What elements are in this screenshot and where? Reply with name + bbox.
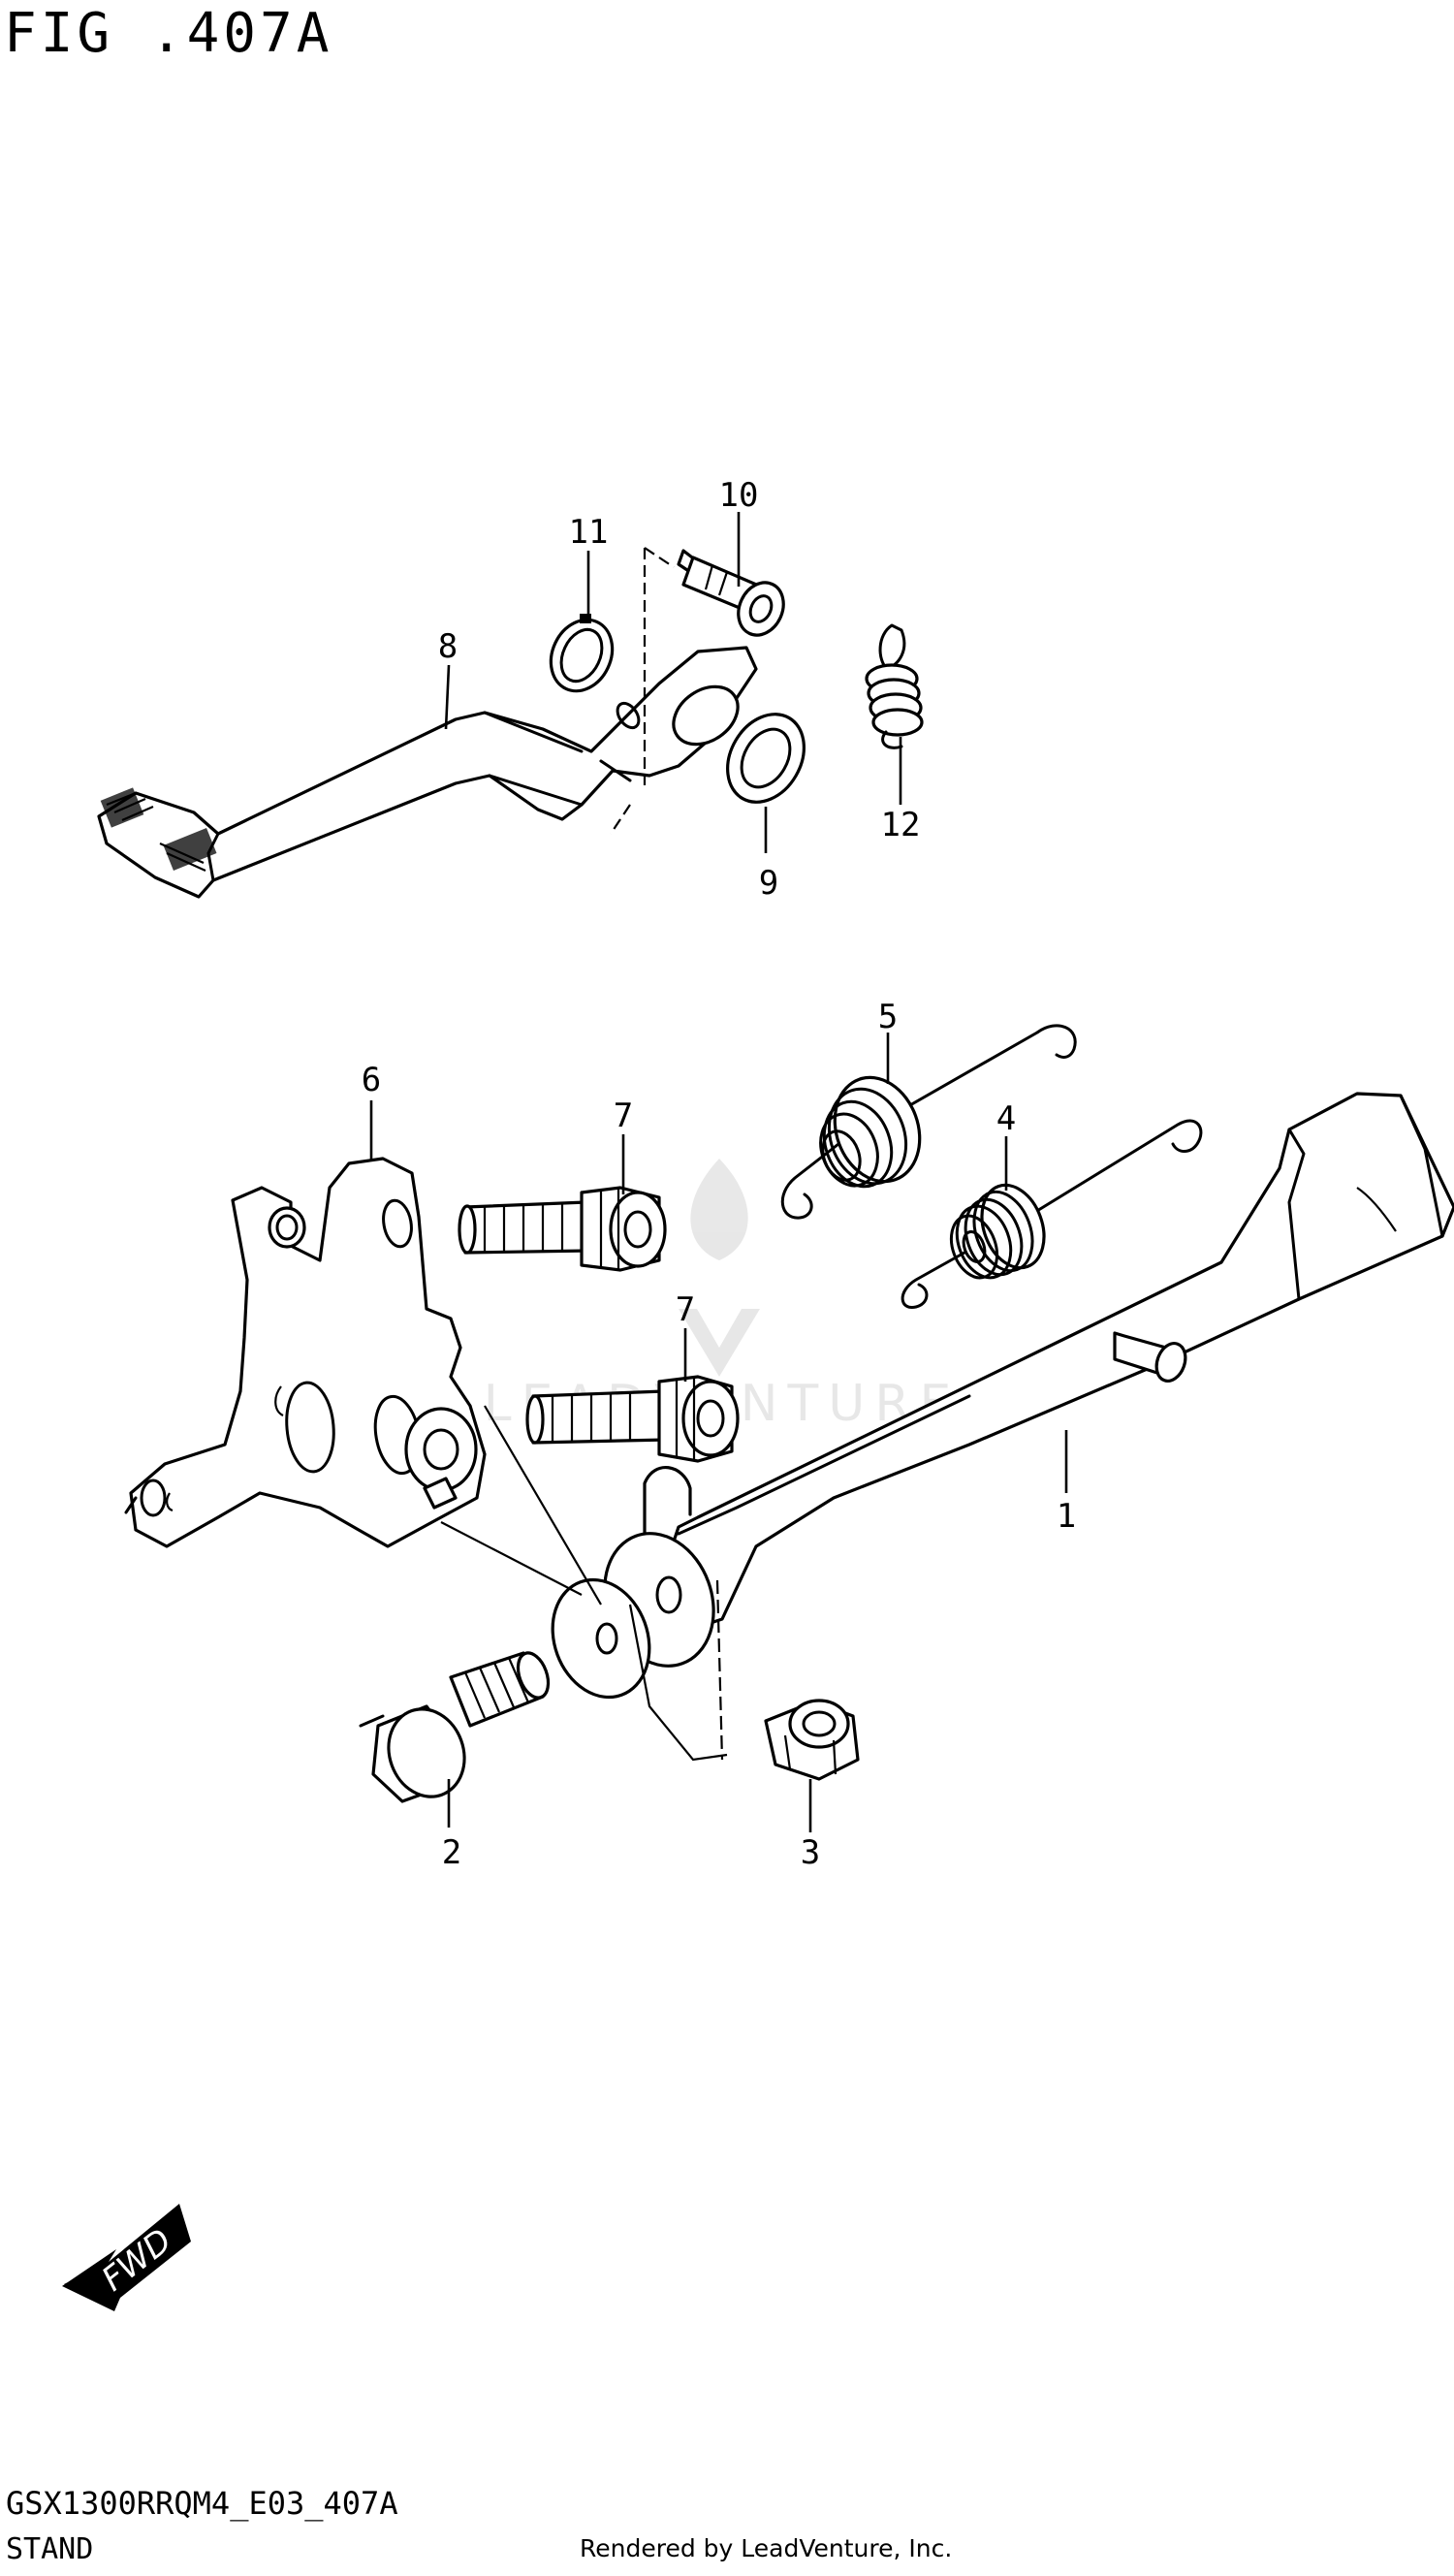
callout-5: 5 [878,998,898,1036]
section-name: STAND [6,2532,94,2566]
callout-2: 2 [442,1833,461,1872]
callout-11: 11 [569,513,609,552]
callout-8: 8 [438,627,458,666]
callout-numbers: 1 2 3 4 5 6 7 7 8 9 10 11 12 [362,476,1076,1872]
part-12-return-spring[interactable] [865,623,924,749]
callout-6: 6 [362,1061,381,1099]
part-6-stand-bracket[interactable] [124,1157,487,1548]
fwd-direction-badge: FWD [62,2204,191,2311]
part-3-nut[interactable] [764,1699,860,1781]
pedal-tread-pattern [100,787,217,871]
part-1-side-stand[interactable] [537,1092,1454,1711]
part-8-brake-pedal[interactable] [97,646,758,899]
part-10-pivot-bolt[interactable] [677,549,792,643]
part-11-snap-ring[interactable] [540,610,623,701]
render-credit: Rendered by LeadVenture, Inc. [580,2534,953,2562]
part-9-washer[interactable] [712,700,819,815]
callout-1: 1 [1057,1497,1076,1536]
part-5-stand-spring[interactable] [780,1024,1077,1220]
callout-7-lower: 7 [676,1290,695,1329]
callout-12: 12 [881,806,921,844]
callout-4: 4 [996,1099,1016,1138]
part-7-bolt-lower[interactable] [525,1375,740,1463]
part-7-bolt-upper[interactable] [458,1186,667,1272]
callout-10: 10 [719,476,759,515]
part-4-stand-spring[interactable] [901,1119,1203,1309]
leader-lines [369,512,1068,1832]
callout-9: 9 [759,864,778,903]
figure-title: FIG .407A [4,2,333,65]
callout-3: 3 [801,1833,820,1872]
model-code: GSX1300RRQM4_E03_407A [6,2485,398,2522]
part-2-stand-bolt[interactable] [359,1649,553,1808]
callout-7-upper: 7 [614,1097,633,1135]
